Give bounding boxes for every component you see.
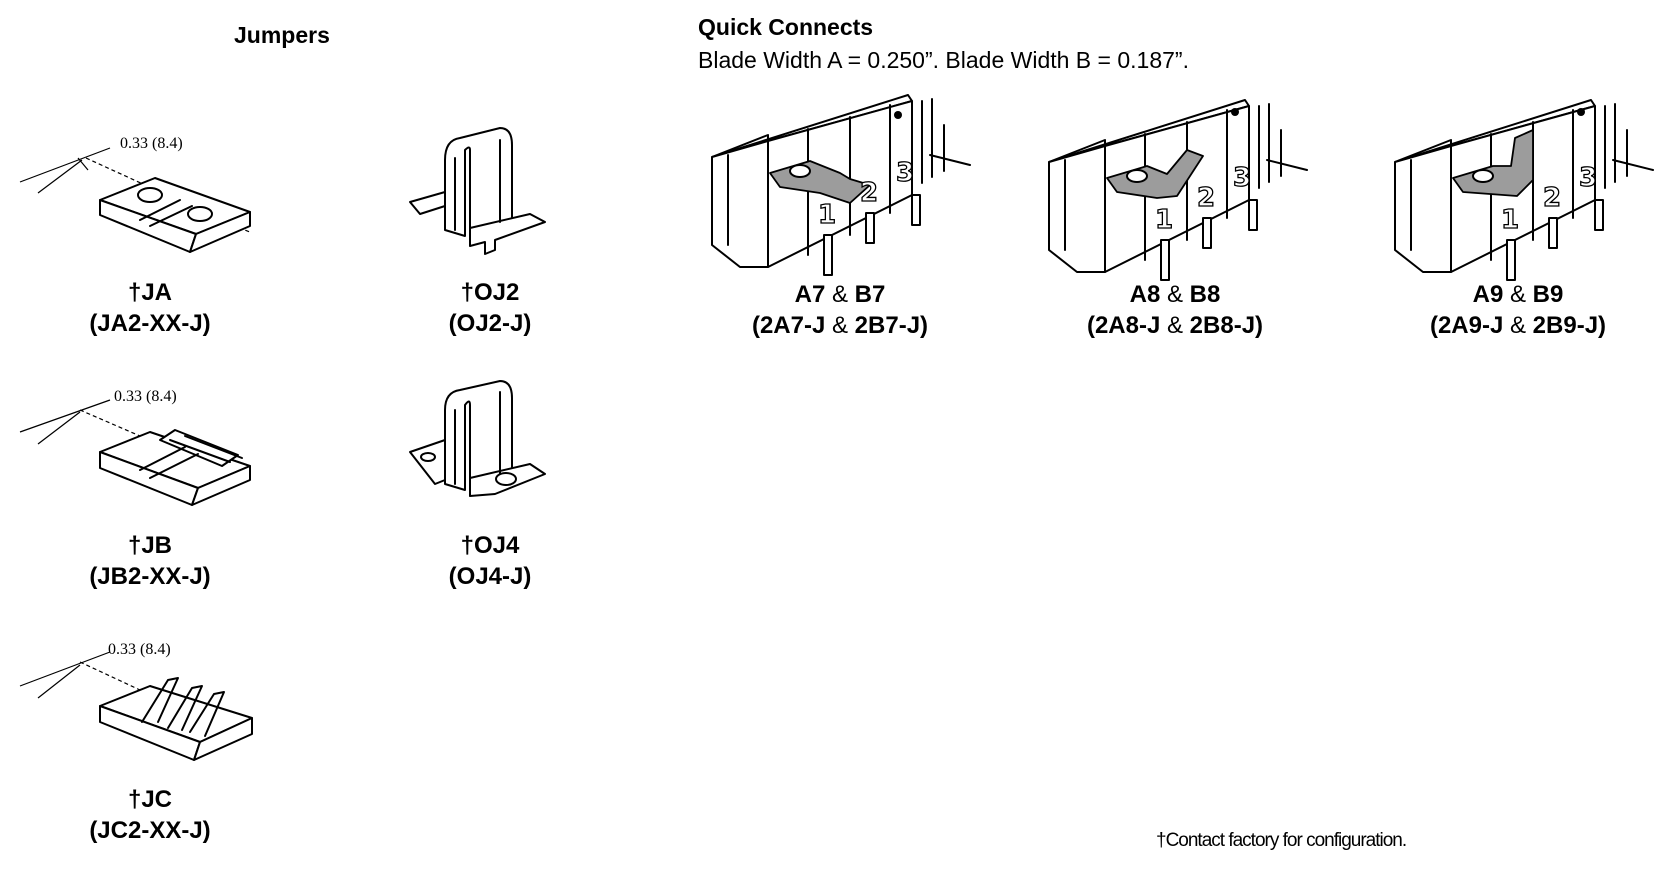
jumper-jc-part: (JC2-XX-J) <box>89 817 211 844</box>
qc-b8-part: 2B8-J) <box>1189 312 1264 339</box>
quick-connects-heading: Quick Connects <box>698 14 874 40</box>
terminal-number-3: 3 <box>1233 163 1251 193</box>
quick-connect-a8-b8-caption: A8 & B8 (2A8-J & 2B8-J) <box>1030 279 1320 341</box>
qc-a8-label: A8 <box>1129 281 1161 308</box>
jumper-jb-name: †JB <box>127 532 173 559</box>
jumper-jc-name: †JC <box>127 786 173 813</box>
qc-b8-label: B8 <box>1189 281 1221 308</box>
quick-connect-a9-b9-caption: A9 & B9 (2A9-J & 2B9-J) <box>1373 279 1663 341</box>
qc-b7-label: B7 <box>854 281 886 308</box>
jumper-ja-name: †JA <box>127 279 173 306</box>
terminal-number-2: 2 <box>1197 183 1215 213</box>
jumper-oj2-caption: †OJ2 (OJ2-J) <box>400 277 580 339</box>
footnote: †Contact factory for configuration. <box>1156 830 1407 851</box>
qc-b7-part: 2B7-J) <box>854 312 929 339</box>
quick-connects-subtitle: Blade Width A = 0.250”. Blade Width B = … <box>698 47 1189 73</box>
jumper-jc-caption: †JC (JC2-XX-J) <box>60 784 240 846</box>
jumper-oj2-drawing <box>409 127 546 255</box>
quick-connect-a7-b7-caption: A7 & B7 (2A7-J & 2B7-J) <box>695 279 985 341</box>
terminal-block-a9-b9-drawing: 1 2 3 <box>1394 99 1654 281</box>
qc-a9-amp: & <box>1509 281 1526 308</box>
jumper-oj4-name: †OJ4 <box>460 532 520 559</box>
dimension-label-jb: 0.33 (8.4) <box>114 388 177 405</box>
qc-a7-amp: & <box>831 281 848 308</box>
qc-b9-label: B9 <box>1532 281 1564 308</box>
terminal-block-a8-b8-drawing: 1 2 3 <box>1048 99 1308 281</box>
qc-a7-part-amp: & <box>831 312 848 339</box>
jumper-jc-drawing <box>19 651 253 761</box>
terminal-number-3: 3 <box>1579 163 1597 193</box>
qc-a8-amp: & <box>1166 281 1183 308</box>
qc-a9-label: A9 <box>1472 281 1504 308</box>
qc-a9-part-amp: & <box>1509 312 1526 339</box>
qc-a8-part-amp: & <box>1166 312 1183 339</box>
jumper-ja-part: (JA2-XX-J) <box>89 310 211 337</box>
terminal-number-1: 1 <box>1155 205 1173 235</box>
terminal-block-a7-b7-drawing: 1 2 3 <box>711 94 971 276</box>
qc-a9-part: (2A9-J <box>1429 312 1504 339</box>
jumper-oj2-name: †OJ2 <box>460 279 520 306</box>
qc-a7-part: (2A7-J <box>751 312 826 339</box>
dimension-label-jc: 0.33 (8.4) <box>108 641 171 658</box>
qc-b9-part: 2B9-J) <box>1532 312 1607 339</box>
jumper-oj4-caption: †OJ4 (OJ4-J) <box>400 530 580 592</box>
jumper-jb-drawing <box>19 399 251 506</box>
qc-a7-label: A7 <box>794 281 826 308</box>
terminal-number-1: 1 <box>818 200 836 230</box>
terminal-number-2: 2 <box>1543 183 1561 213</box>
jumper-oj4-part: (OJ4-J) <box>448 563 532 590</box>
terminal-number-2: 2 <box>860 178 878 208</box>
jumpers-heading: Jumpers <box>234 22 330 48</box>
jumper-oj4-drawing <box>409 380 546 497</box>
jumper-jb-caption: †JB (JB2-XX-J) <box>60 530 240 592</box>
jumper-jb-part: (JB2-XX-J) <box>89 563 211 590</box>
dimension-label-ja: 0.33 (8.4) <box>120 135 183 152</box>
terminal-number-1: 1 <box>1501 205 1519 235</box>
jumper-ja-drawing <box>19 147 251 253</box>
jumper-oj2-part: (OJ2-J) <box>448 310 532 337</box>
jumper-ja-caption: †JA (JA2-XX-J) <box>60 277 240 339</box>
terminal-number-3: 3 <box>896 158 914 188</box>
qc-a8-part: (2A8-J <box>1086 312 1161 339</box>
